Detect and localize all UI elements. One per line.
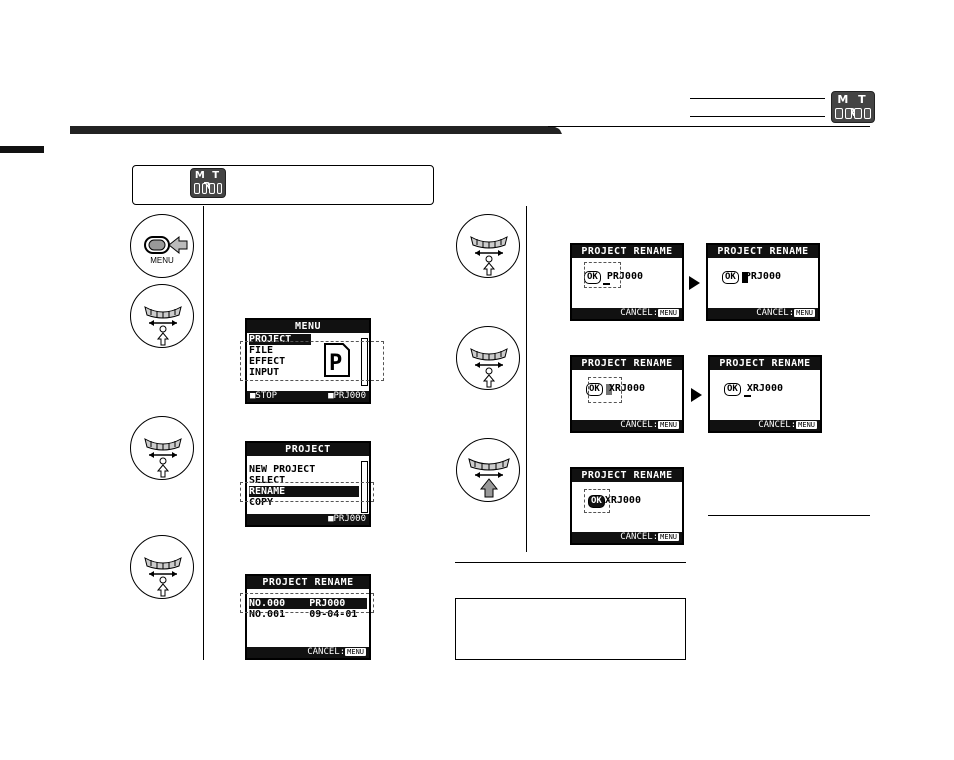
lcd-footer: CANCEL:MENU xyxy=(708,308,818,319)
dial-icon xyxy=(130,535,194,599)
menu-item-input[interactable]: INPUT xyxy=(249,367,280,377)
lcd-title: PROJECT RENAME xyxy=(572,245,682,258)
menu-tag: MENU xyxy=(796,421,817,429)
menu-item-project[interactable]: PROJECT xyxy=(249,334,311,345)
lcd-footer: ■STOP ■PRJ000 xyxy=(247,391,369,402)
lcd-footer: CANCEL:MENU xyxy=(710,420,820,431)
cursor xyxy=(603,283,610,285)
divider-side xyxy=(708,515,870,516)
menu-tag: MENU xyxy=(658,533,679,541)
mode-box xyxy=(132,165,434,205)
stop-status: ■STOP xyxy=(250,391,278,401)
cursor xyxy=(744,395,751,397)
dial-icon xyxy=(456,326,520,390)
note-box xyxy=(455,598,686,660)
name-text: XRJ000 xyxy=(604,495,641,506)
ok-button[interactable]: OK xyxy=(722,271,739,284)
lcd-footer: CANCEL:MENU xyxy=(572,532,682,543)
lcd-rename-edit-screen: PROJECT RENAME OK PRJ000 CANCEL:MENU xyxy=(570,243,684,321)
dial-icon xyxy=(130,416,194,480)
menu-key-label: MENU xyxy=(150,256,174,265)
header-banner xyxy=(0,126,870,153)
dial-icon xyxy=(456,214,520,278)
mtr-mode-icon: M T R xyxy=(190,168,226,198)
lcd-title: PROJECT RENAME xyxy=(708,245,818,258)
highlight-frame xyxy=(584,262,621,288)
cursor-block xyxy=(606,384,612,395)
name-text: XRJ000 xyxy=(746,383,783,394)
ok-button[interactable]: OK xyxy=(724,383,741,396)
dial-icon xyxy=(130,284,194,348)
highlight-frame xyxy=(240,482,374,502)
highlight-frame xyxy=(240,593,374,613)
svg-text:P: P xyxy=(329,351,342,376)
divider-bottom xyxy=(455,562,686,563)
lcd-footer: ■PRJ000 xyxy=(247,514,369,525)
lcd-title: PROJECT RENAME xyxy=(710,357,820,370)
cursor-block xyxy=(742,272,748,283)
name-field[interactable]: OK XRJ000 xyxy=(724,383,783,396)
scrollbar xyxy=(361,338,368,386)
menu-item-select[interactable]: SELECT xyxy=(249,475,286,483)
project-folder-icon: P xyxy=(324,343,350,377)
lcd-footer: CANCEL:MENU xyxy=(572,308,682,319)
highlight-frame xyxy=(584,489,610,513)
project-name: ■PRJ000 xyxy=(328,391,366,401)
name-field[interactable]: OK PRJ000 xyxy=(722,271,781,284)
ok-button[interactable]: OK xyxy=(588,495,605,508)
name-text: PRJ000 xyxy=(744,271,781,282)
lcd-title: PROJECT RENAME xyxy=(572,469,682,482)
divider-right xyxy=(526,206,527,552)
menu-item-copy[interactable]: COPY xyxy=(249,497,274,507)
header-rule-top xyxy=(690,98,825,99)
cancel-label: CANCEL: xyxy=(620,308,659,318)
name-field[interactable]: OK XRJ000 xyxy=(586,383,645,396)
menu-tag: MENU xyxy=(658,421,679,429)
divider-left xyxy=(203,206,204,660)
project-name: ■PRJ000 xyxy=(328,514,366,524)
lcd-title: MENU xyxy=(247,320,369,333)
menu-tag: MENU xyxy=(794,309,815,317)
project-row[interactable]: NO.000 PRJ000 xyxy=(249,598,367,609)
name-text: XRJ000 xyxy=(608,383,645,394)
ok-button[interactable]: OK xyxy=(586,383,603,396)
menu-item-rename[interactable]: RENAME xyxy=(249,486,359,497)
lcd-menu-screen: MENU PROJECT FILE EFFECT INPUT P ■STOP ■… xyxy=(245,318,371,404)
lcd-project-screen: PROJECT NEW PROJECT SELECT RENAME COPY ■… xyxy=(245,441,371,527)
name-text: PRJ000 xyxy=(606,271,643,282)
arrow-right-icon xyxy=(689,276,700,290)
highlight-frame xyxy=(240,341,384,381)
cancel-label: CANCEL: xyxy=(620,420,659,430)
cancel-label: CANCEL: xyxy=(758,420,797,430)
menu-item-file[interactable]: FILE xyxy=(249,345,274,356)
mtr-mode-icon: M T R xyxy=(831,91,875,123)
menu-item-effect[interactable]: EFFECT xyxy=(249,356,286,367)
arrow-right-icon xyxy=(691,388,702,402)
menu-tag: MENU xyxy=(345,648,366,656)
menu-key-icon: MENU xyxy=(130,214,194,278)
lcd-title: PROJECT RENAME xyxy=(247,576,369,589)
lcd-footer: CANCEL:MENU xyxy=(247,647,369,658)
project-row[interactable]: NO.001 09-04-01 xyxy=(249,609,358,618)
lcd-rename-edit-screen: PROJECT RENAME OK PRJ000 CANCEL:MENU xyxy=(706,243,820,321)
cancel-label: CANCEL: xyxy=(620,532,659,542)
lcd-rename-edit-screen: PROJECT RENAME OK XRJ000 CANCEL:MENU xyxy=(570,355,684,433)
cancel-label: CANCEL: xyxy=(307,647,346,657)
cancel-label: CANCEL: xyxy=(756,308,795,318)
scrollbar xyxy=(361,461,368,513)
menu-tag: MENU xyxy=(658,309,679,317)
highlight-frame xyxy=(588,377,622,403)
lcd-rename-edit-screen: PROJECT RENAME OK XRJ000 CANCEL:MENU xyxy=(708,355,822,433)
dial-press-icon xyxy=(456,438,520,502)
lcd-title: PROJECT RENAME xyxy=(572,357,682,370)
header-rule-bottom xyxy=(690,116,825,117)
lcd-rename-list-screen: PROJECT RENAME NO.000 PRJ000 NO.001 09-0… xyxy=(245,574,371,660)
lcd-title: PROJECT xyxy=(247,443,369,456)
menu-item-new-project[interactable]: NEW PROJECT xyxy=(249,464,316,475)
lcd-footer: CANCEL:MENU xyxy=(572,420,682,431)
